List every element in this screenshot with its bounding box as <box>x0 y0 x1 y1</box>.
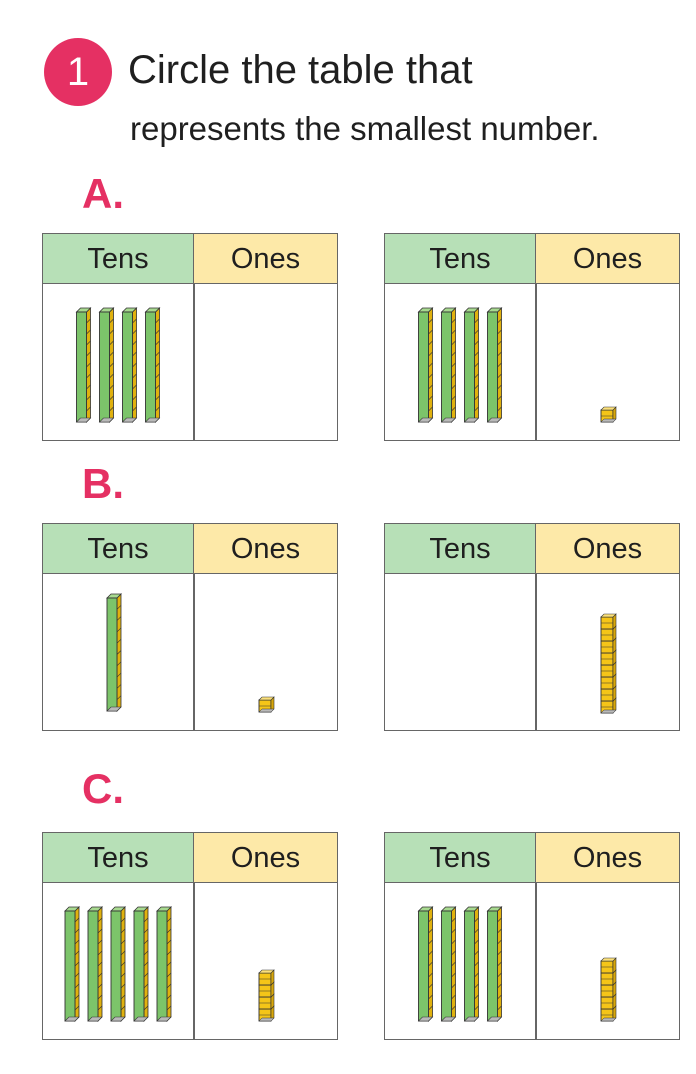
unit-cube <box>600 969 617 986</box>
column-divider <box>193 883 195 1039</box>
tens-cell <box>64 906 172 1022</box>
ones-header: Ones <box>194 234 337 284</box>
ones-cell <box>195 284 337 439</box>
ten-rod <box>156 906 172 1022</box>
ones-cell <box>258 969 275 1022</box>
tens-header: Tens <box>43 524 194 574</box>
column-divider <box>193 574 195 730</box>
place-value-table-b2[interactable]: Tens Ones <box>384 523 680 731</box>
ten-rod <box>486 906 503 1022</box>
column-divider <box>535 574 537 730</box>
tens-cell <box>385 574 535 729</box>
ones-header: Ones <box>194 524 337 574</box>
ones-cell <box>600 613 617 714</box>
ten-rod <box>440 307 457 423</box>
unit-cubes <box>600 957 617 1022</box>
ten-rod <box>463 307 480 423</box>
tens-cell <box>417 906 503 1022</box>
tens-cell <box>75 307 161 423</box>
ten-rod <box>110 906 126 1022</box>
section-label-a: A. <box>82 170 124 217</box>
question-text-line1: Circle the table that <box>128 48 473 92</box>
unit-cubes <box>258 969 275 1022</box>
ten-rod <box>486 307 503 423</box>
unit-cubes <box>258 696 275 713</box>
tens-cell <box>417 307 503 423</box>
section-label-c: C. <box>82 765 124 812</box>
ones-header: Ones <box>536 234 679 284</box>
ten-rod <box>75 307 92 423</box>
column-divider <box>535 284 537 440</box>
ones-header: Ones <box>194 833 337 883</box>
ten-rod <box>440 906 457 1022</box>
ten-rod <box>417 307 434 423</box>
question-text-line2: represents the smallest number. <box>130 110 600 147</box>
ten-rod <box>144 307 161 423</box>
ones-cell <box>600 957 617 1022</box>
tens-header: Tens <box>43 234 194 284</box>
column-divider <box>193 284 195 440</box>
ten-rod <box>98 307 115 423</box>
ones-header: Ones <box>536 833 679 883</box>
unit-cube <box>258 969 275 986</box>
tens-cell <box>106 593 122 712</box>
ones-header: Ones <box>536 524 679 574</box>
unit-cubes <box>600 406 617 423</box>
place-value-table-a1[interactable]: Tens Ones <box>42 233 338 441</box>
unit-cube <box>600 673 617 690</box>
tens-header: Tens <box>385 234 536 284</box>
ten-rod <box>463 906 480 1022</box>
column-divider <box>535 883 537 1039</box>
section-label-b: B. <box>82 460 124 507</box>
unit-cube <box>600 637 617 654</box>
ten-rod <box>87 906 103 1022</box>
place-value-table-a2[interactable]: Tens Ones <box>384 233 680 441</box>
tens-header: Tens <box>43 833 194 883</box>
place-value-table-c2[interactable]: Tens Ones <box>384 832 680 1040</box>
ten-rod <box>133 906 149 1022</box>
ten-rod <box>121 307 138 423</box>
ones-cell <box>600 406 617 423</box>
ten-rod <box>106 593 122 712</box>
place-value-table-c1[interactable]: Tens Ones <box>42 832 338 1040</box>
place-value-table-b1[interactable]: Tens Ones <box>42 523 338 731</box>
tens-header: Tens <box>385 833 536 883</box>
tens-header: Tens <box>385 524 536 574</box>
question-number-badge: 1 <box>44 38 112 106</box>
ten-rod <box>417 906 434 1022</box>
ones-cell <box>258 696 275 713</box>
unit-cube <box>600 981 617 998</box>
unit-cubes <box>600 613 617 714</box>
ten-rod <box>64 906 80 1022</box>
